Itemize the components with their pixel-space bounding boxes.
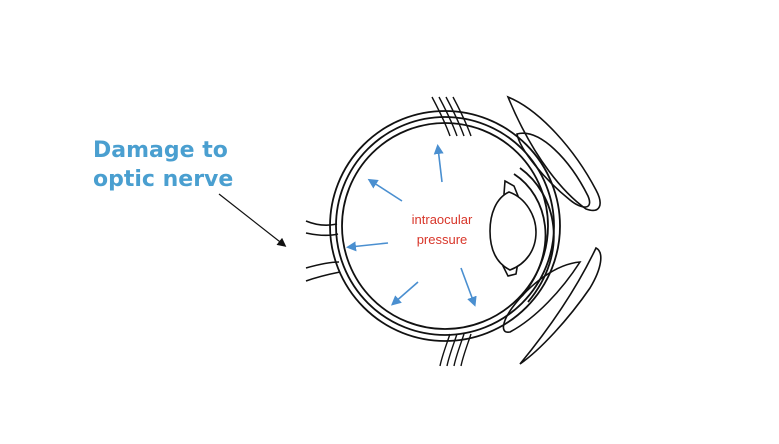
optic-nerve — [305, 220, 341, 282]
pressure-label-line-1: intraocular — [411, 212, 473, 227]
pressure-arrow-up — [433, 144, 444, 183]
pressure-arrow-upper-left — [367, 178, 403, 202]
pressure-arrows — [346, 144, 477, 307]
optic-nerve-callout: Damage to optic nerve — [93, 136, 233, 194]
pressure-arrow-lower-left — [390, 281, 419, 306]
callout-line-2: optic nerve — [93, 167, 234, 192]
callout-pointer-arrow — [218, 193, 287, 247]
callout-line-1: Damage to — [93, 138, 228, 163]
pressure-arrow-left — [346, 241, 389, 252]
pressure-arrow-lower-right — [460, 267, 477, 307]
lower-eye-muscle — [439, 333, 472, 367]
lens — [489, 191, 537, 271]
upper-eyelid — [506, 95, 601, 212]
cornea — [513, 167, 555, 303]
intraocular-pressure-label: intraocular pressure — [393, 210, 491, 250]
pressure-label-line-2: pressure — [416, 232, 468, 247]
